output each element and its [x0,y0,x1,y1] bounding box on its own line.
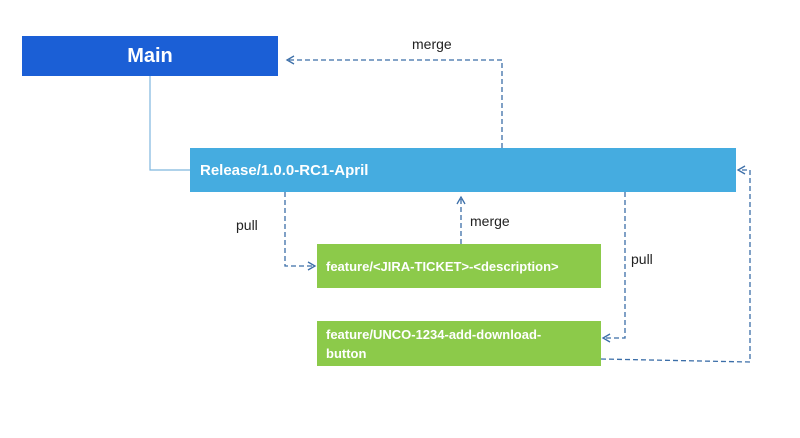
connector-main-release [149,76,190,171]
arrow-pull-release-feature-example [601,192,626,343]
pull-label-left: pull [236,217,258,233]
feature-template-node: feature/<JIRA-TICKET>-<description> [317,244,601,288]
feature-example-label: feature/UNCO-1234-add-download-button [326,326,542,361]
release-branch-label: Release/1.0.0-RC1-April [200,161,369,179]
arrow-merge-release-main [285,55,503,148]
main-branch-label: Main [127,44,173,67]
arrow-pull-release-feature-template [284,192,317,271]
feature-template-label: feature/<JIRA-TICKET>-<description> [326,258,559,274]
feature-example-node: feature/UNCO-1234-add-download-button [317,321,601,366]
merge-label-top: merge [412,36,452,52]
pull-label-right: pull [631,251,653,267]
merge-label-feature: merge [470,213,510,229]
main-branch-node: Main [22,36,278,76]
release-branch-node: Release/1.0.0-RC1-April [190,148,736,192]
arrow-feature-example-release [600,165,751,363]
